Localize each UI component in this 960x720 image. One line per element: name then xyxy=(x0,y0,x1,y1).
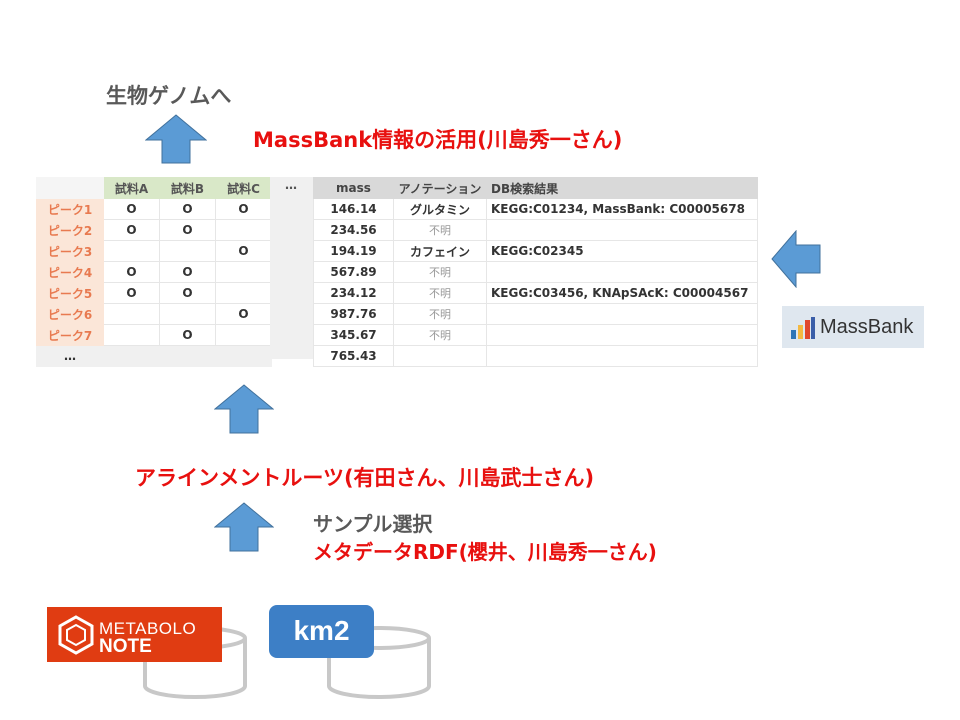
db-cell: KEGG:C01234, MassBank: C00005678 xyxy=(486,198,758,220)
massbank-use-label: MassBank情報の活用(川島秀一さん) xyxy=(253,128,623,152)
sample-cell: O xyxy=(215,198,272,220)
mass-header: mass xyxy=(313,177,394,199)
db-cell: KEGG:C03456, KNApSAcK: C00004567 xyxy=(486,282,758,304)
metabolo-note-logo: METABOLO NOTE xyxy=(47,607,222,662)
sample-cell xyxy=(103,303,160,325)
db-cell xyxy=(486,219,758,241)
sample-cell xyxy=(103,240,160,262)
metabolo-logo-line2: NOTE xyxy=(99,636,152,657)
alignment-label: アラインメントルーツ(有田さん、川島武士さん) xyxy=(135,466,595,490)
annotation-cell: 不明 xyxy=(393,303,487,325)
ellipsis-row: … xyxy=(36,345,104,367)
sample-cell xyxy=(159,303,216,325)
peak-label: ピーク4 xyxy=(36,261,104,283)
mass-cell: 987.76 xyxy=(313,303,394,325)
mass-cell: 567.89 xyxy=(313,261,394,283)
sample-cell xyxy=(215,219,272,241)
sample-header: 試料B xyxy=(159,177,216,199)
sample-cell xyxy=(215,324,272,346)
mass-cell: 345.67 xyxy=(313,324,394,346)
peak-label: ピーク7 xyxy=(36,324,104,346)
left-arrow-icon xyxy=(771,230,821,288)
peak-label: ピーク6 xyxy=(36,303,104,325)
sample-cell xyxy=(103,324,160,346)
annotation-cell: 不明 xyxy=(393,219,487,241)
hexagon-logo-icon xyxy=(58,615,94,655)
sample-cell: O xyxy=(103,282,160,304)
sample-cell: O xyxy=(159,261,216,283)
annotation-cell: カフェイン xyxy=(393,240,487,262)
sample-select-label: サンプル選択 xyxy=(313,512,433,536)
sample-cell: O xyxy=(103,198,160,220)
mass-cell: 234.56 xyxy=(313,219,394,241)
db-header: DB検索結果 xyxy=(486,177,758,199)
db-cell xyxy=(486,303,758,325)
peak-label: ピーク2 xyxy=(36,219,104,241)
annotation-cell: 不明 xyxy=(393,324,487,346)
mass-cell: 234.12 xyxy=(313,282,394,304)
peak-label: ピーク5 xyxy=(36,282,104,304)
metadata-label: メタデータRDF(櫻井、川島秀一さん) xyxy=(313,540,657,564)
km2-logo: km2 xyxy=(269,605,374,658)
genome-label: 生物ゲノムへ xyxy=(106,84,232,108)
sample-cell: O xyxy=(159,282,216,304)
annotation-cell xyxy=(393,345,487,367)
db-cell xyxy=(486,324,758,346)
sample-cell: O xyxy=(159,219,216,241)
massbank-logo-text: MassBank xyxy=(820,316,914,338)
annotation-header: アノテーション xyxy=(393,177,487,199)
sample-cell: O xyxy=(159,198,216,220)
mass-cell: 194.19 xyxy=(313,240,394,262)
db-cell: KEGG:C02345 xyxy=(486,240,758,262)
sample-header: 試料C xyxy=(215,177,272,199)
sample-cell xyxy=(215,261,272,283)
db-cell xyxy=(486,261,758,283)
db-cell xyxy=(486,345,758,367)
bar-chart-logo-icon xyxy=(791,317,815,339)
metabolo-logo-line1: METABOLO xyxy=(99,619,197,638)
up-arrow-icon xyxy=(214,384,274,434)
gap-column xyxy=(270,177,313,359)
up-arrow-icon xyxy=(214,502,274,552)
sample-cell: O xyxy=(215,240,272,262)
mass-cell: 765.43 xyxy=(313,345,394,367)
ellipsis-column: … xyxy=(285,178,297,192)
annotation-cell: 不明 xyxy=(393,261,487,283)
sample-cell: O xyxy=(215,303,272,325)
sample-cell: O xyxy=(159,324,216,346)
sample-cell xyxy=(159,240,216,262)
massbank-logo: MassBank xyxy=(782,306,924,348)
annotation-cell: グルタミン xyxy=(393,198,487,220)
sample-cell: O xyxy=(103,261,160,283)
annotation-cell: 不明 xyxy=(393,282,487,304)
sample-header: 試料A xyxy=(103,177,160,199)
sample-cell xyxy=(215,282,272,304)
up-arrow-icon xyxy=(145,114,207,164)
peak-label: ピーク1 xyxy=(36,198,104,220)
mass-cell: 146.14 xyxy=(313,198,394,220)
peak-label: ピーク3 xyxy=(36,240,104,262)
sample-cell: O xyxy=(103,219,160,241)
